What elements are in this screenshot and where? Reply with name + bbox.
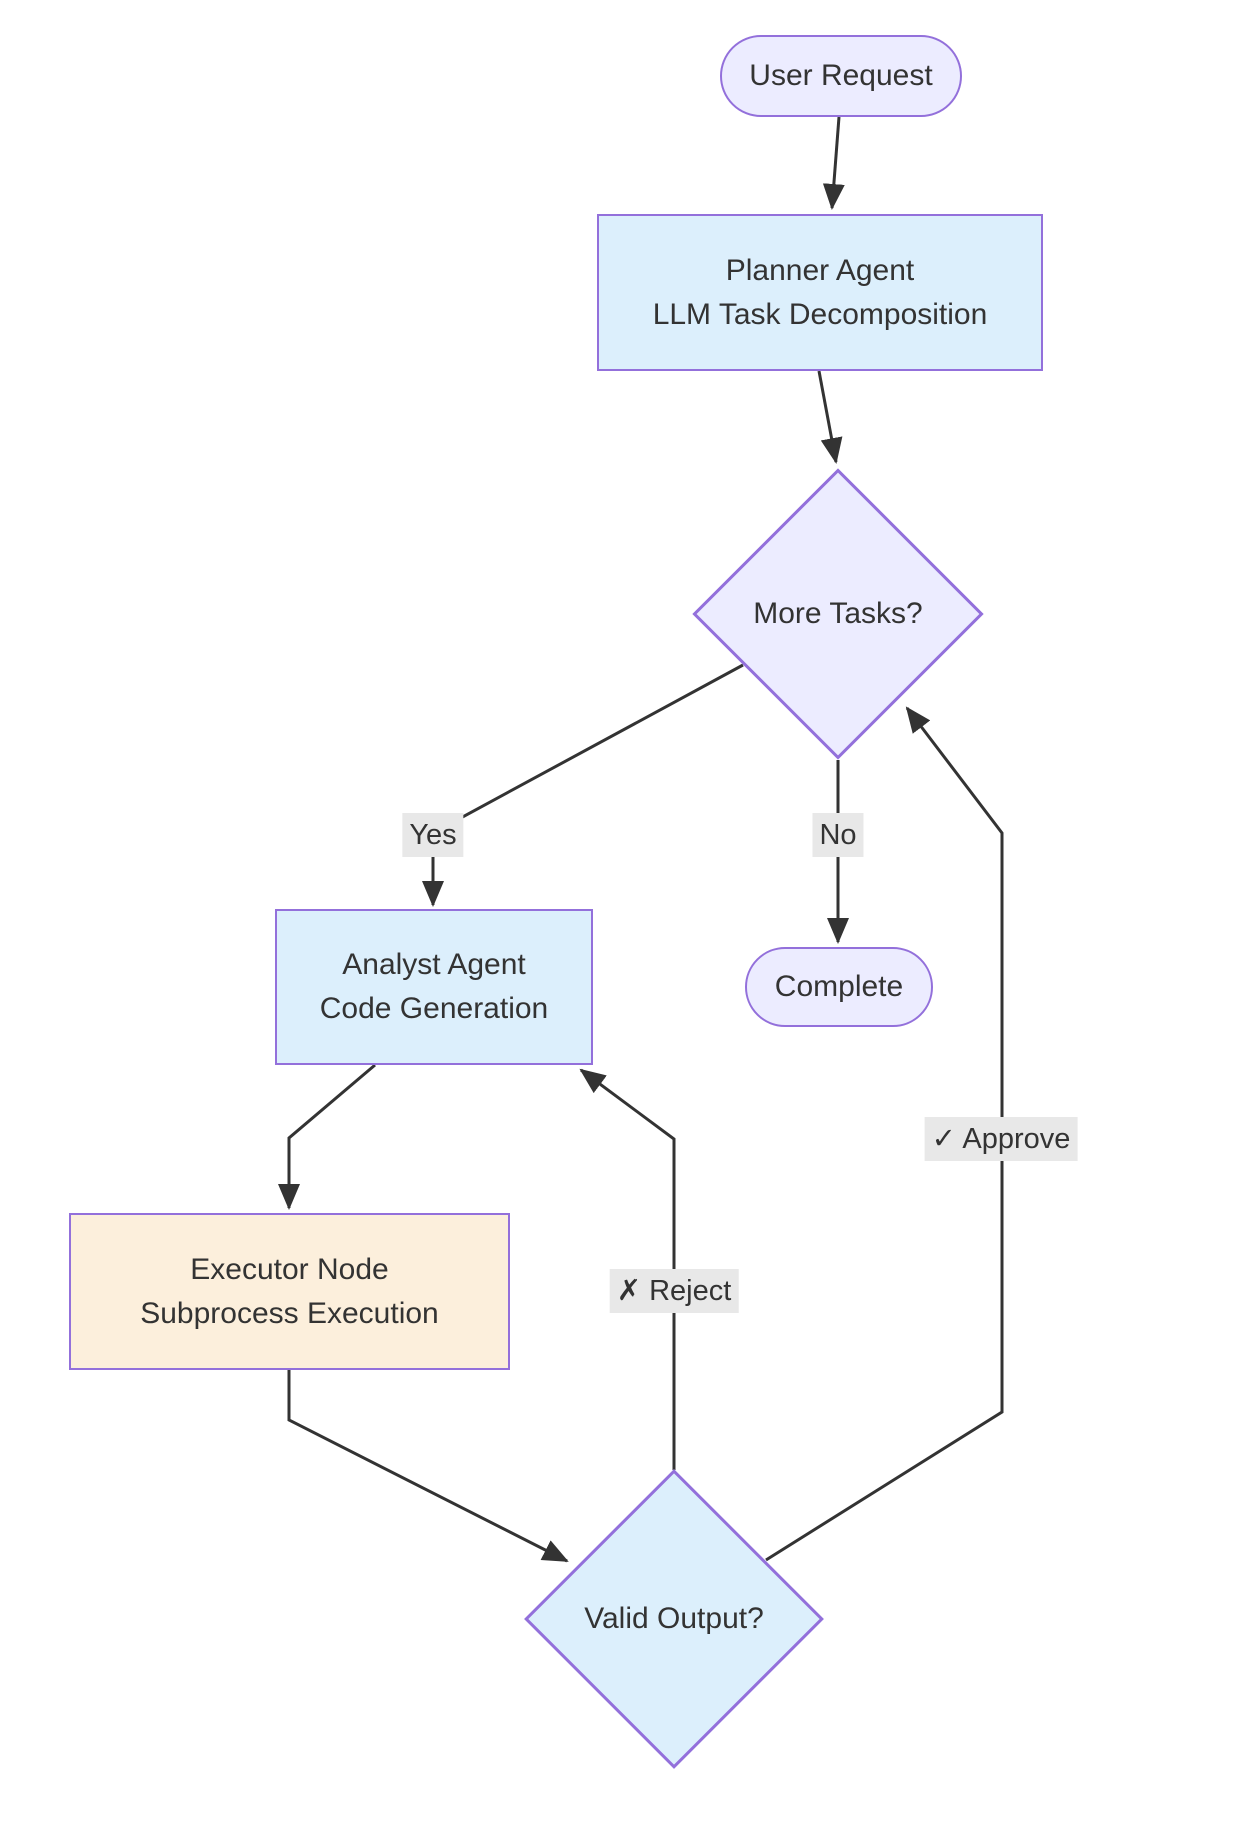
edge-executor-to-valid-output [287, 1370, 569, 1563]
edge-label-no: No [812, 813, 864, 857]
edge-more-tasks-yes-to-analyst [422, 663, 744, 907]
node-planner-agent-subtitle: LLM Task Decomposition [652, 297, 988, 331]
node-analyst-agent-subtitle: Code Generation [319, 992, 549, 1025]
edge-user-request-to-planner [822, 116, 845, 210]
node-user-request-label: User Request [749, 59, 933, 92]
node-valid-output-label: Valid Output? [584, 1602, 764, 1635]
node-complete: Complete [745, 947, 933, 1027]
node-complete-label: Complete [774, 970, 904, 1003]
node-planner-agent-title: Planner Agent [725, 253, 915, 287]
edge-analyst-to-executor [278, 1063, 376, 1210]
node-executor: Executor Node Subprocess Execution [69, 1213, 510, 1370]
node-user-request: User Request [720, 35, 962, 117]
edge-valid-output-reject-to-analyst [579, 1068, 676, 1470]
node-more-tasks-label: More Tasks? [753, 597, 923, 630]
node-analyst-agent: Analyst Agent Code Generation [275, 909, 593, 1065]
edge-planner-to-more-tasks [817, 370, 843, 464]
node-planner-agent: Planner Agent LLM Task Decomposition [597, 214, 1043, 371]
node-executor-subtitle: Subprocess Execution [140, 1296, 439, 1330]
node-analyst-agent-title: Analyst Agent [342, 948, 526, 981]
edge-label-approve: ✓ Approve [924, 1117, 1078, 1161]
node-executor-title: Executor Node [190, 1252, 389, 1286]
edge-label-yes: Yes [402, 813, 464, 857]
edge-label-reject: ✗ Reject [609, 1269, 739, 1313]
